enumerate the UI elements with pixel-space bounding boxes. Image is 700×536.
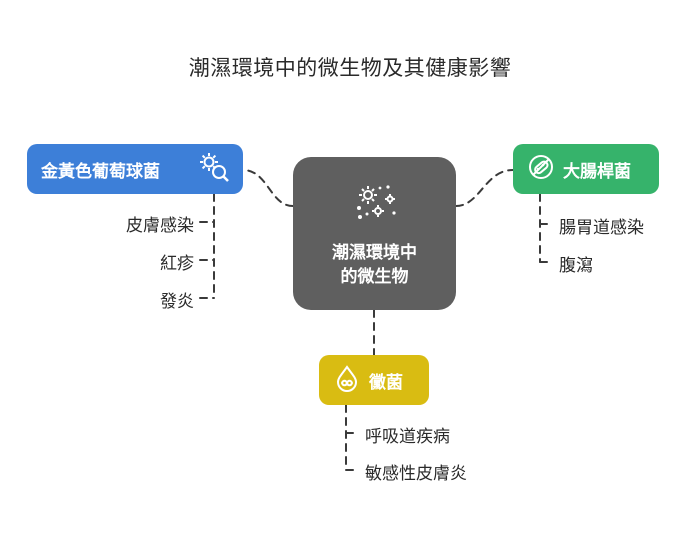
central-topic-line-1: 潮濕環境中	[332, 242, 417, 263]
water-drop-icon	[333, 364, 361, 396]
ecoli-item-1: 腸胃道感染	[559, 218, 644, 238]
ecoli-item-2: 腹瀉	[559, 256, 593, 276]
central-topic-node: 潮濕環境中 的微生物	[293, 157, 456, 310]
branch-label-mold: 黴菌	[369, 372, 403, 393]
staph-item-2: 紅疹	[160, 254, 194, 274]
diagram-title: 潮濕環境中的微生物及其健康影響	[188, 56, 512, 80]
branch-label-ecoli: 大腸桿菌	[563, 161, 631, 182]
connector-center-staph	[242, 169, 294, 207]
central-topic-label: 潮濕環境中 的微生物	[315, 241, 435, 289]
bacteria-icon	[527, 153, 555, 185]
branch-node-staph: 金黃色葡萄球菌	[27, 144, 243, 194]
branch-node-ecoli: 大腸桿菌	[513, 144, 659, 194]
mold-item-1: 呼吸道疾病	[365, 427, 450, 447]
connector-center-ecoli	[455, 169, 514, 207]
staph-item-1: 皮膚感染	[126, 216, 194, 236]
branch-label-staph: 金黃色葡萄球菌	[41, 161, 160, 182]
mold-item-2: 敏感性皮膚炎	[365, 464, 467, 484]
staph-item-3: 發炎	[160, 292, 194, 312]
gear-search-icon	[197, 150, 231, 188]
branch-node-mold: 黴菌	[319, 355, 429, 405]
central-topic-line-2: 的微生物	[340, 266, 409, 287]
microbes-sparkle-icon	[352, 183, 398, 227]
